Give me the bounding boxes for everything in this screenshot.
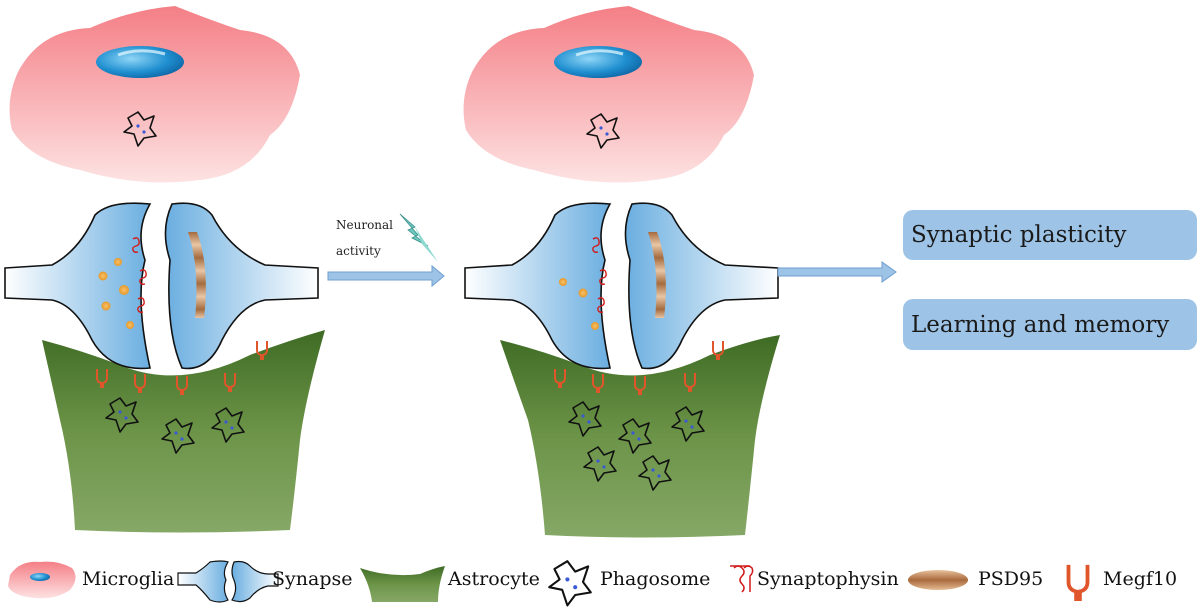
legend-label-psd95: PSD95 (978, 568, 1044, 590)
legend (8, 560, 1090, 607)
legend-label-phagosome: Phagosome (600, 568, 711, 590)
outcome-learning-memory: Learning and memory (903, 299, 1197, 350)
presynaptic-terminal (4, 202, 152, 370)
legend-label-astrocyte: Astrocyte (448, 568, 540, 590)
arrow-label-line-1: Neuronal (336, 218, 394, 232)
outcome-arrow (777, 261, 897, 283)
postsynaptic-terminal (164, 202, 319, 370)
legend-label-microglia: Microglia (82, 568, 175, 590)
synaptophysin-icon (730, 565, 754, 593)
arrow-label: Neuronal activity (336, 212, 393, 264)
astrocyte-cell (42, 330, 325, 533)
astrocyte-icon (360, 566, 445, 602)
neuronal-activity-arrow (327, 213, 445, 288)
presynaptic-terminal (464, 202, 612, 370)
microglia-cell (9, 6, 301, 183)
psd95-icon (908, 570, 968, 590)
left-panel (4, 6, 325, 533)
phagosome-icon (548, 560, 592, 607)
astrocyte-cell (500, 335, 780, 538)
legend-label-synaptophysin: Synaptophysin (757, 568, 899, 590)
megf10-icon (1066, 563, 1090, 603)
legend-label-megf10: Megf10 (1103, 568, 1178, 590)
middle-panel (463, 6, 780, 538)
vesicles (98, 258, 134, 329)
vesicles (559, 278, 599, 330)
outcome-synaptic-plasticity: Synaptic plasticity (903, 210, 1197, 260)
microglia-cell (463, 6, 754, 183)
arrow-label-line-2: activity (336, 244, 381, 258)
synapse-icon (177, 560, 279, 603)
legend-label-synapse: Synapse (272, 568, 353, 590)
postsynaptic-terminal (624, 202, 779, 370)
